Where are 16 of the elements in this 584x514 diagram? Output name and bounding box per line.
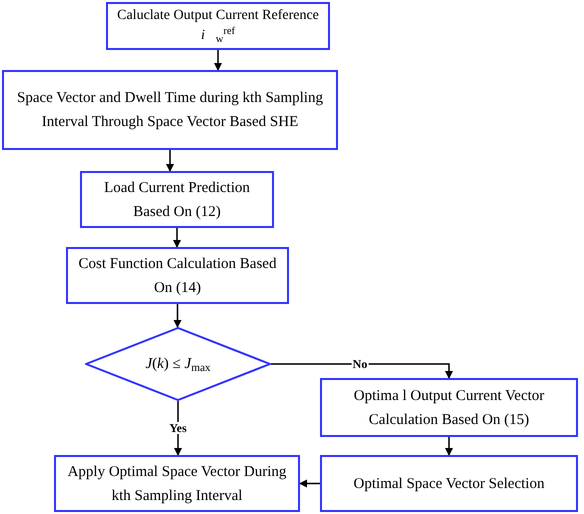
arrow xyxy=(174,304,182,328)
arrow xyxy=(271,363,453,379)
edge-label: Yes xyxy=(168,422,188,434)
process-box: Apply Optimal Space Vector During kth Sampling Interval xyxy=(54,455,300,512)
arrow xyxy=(166,150,174,172)
edge-label: No xyxy=(352,358,368,370)
decision-diamond: J(k) ≤ J$_{max}$ xyxy=(85,327,271,401)
arrow xyxy=(173,228,181,248)
process-box: Space Vector and Dwell Time during kth Sampling Interval Through Space Vector Based SHE xyxy=(2,70,338,150)
process-box: Optima l Output Current Vector Calculation Based On (15) xyxy=(320,378,578,437)
process-box: Load Current Prediction Based On (12) xyxy=(80,171,274,228)
process-box: Optimal Space Vector Selection xyxy=(320,455,578,512)
arrow xyxy=(445,437,453,456)
arrow xyxy=(299,480,320,488)
process-box: Cost Function Calculation Based On (14) xyxy=(66,247,289,304)
arrow xyxy=(214,50,222,71)
